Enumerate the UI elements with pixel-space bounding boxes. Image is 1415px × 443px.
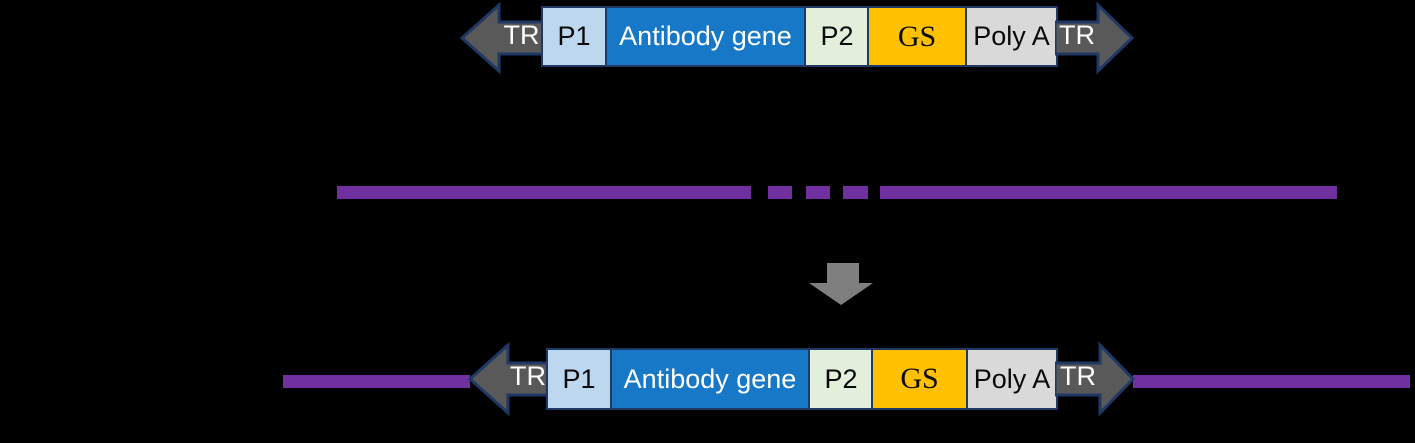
segment-gs: GS [871, 348, 968, 410]
tr-label: TR [1060, 360, 1096, 391]
tr-arrow-right-icon: TR [1055, 1, 1135, 75]
genome-line-right [880, 186, 1337, 199]
segment-p2: P2 [808, 348, 874, 410]
tr-label: TR [503, 19, 540, 50]
segment-p2: P2 [804, 6, 870, 67]
genome-line-dash-2 [806, 186, 830, 199]
segment-poly-a: Poly A [966, 348, 1058, 410]
genome-line-dash-1 [768, 186, 792, 199]
tr-label: TR [1059, 19, 1095, 50]
integrated-genome-line-right [1133, 375, 1410, 388]
segment-p1: P1 [546, 348, 612, 410]
tr-arrow-right-icon: TR [1055, 340, 1135, 418]
segment-gs: GS [867, 6, 967, 67]
genome-line-left [337, 186, 751, 199]
tr-arrow-left-icon: TR [459, 1, 544, 75]
segment-antibody-gene: Antibody gene [605, 6, 806, 67]
segment-p1: P1 [541, 6, 607, 67]
segment-antibody-gene: Antibody gene [610, 348, 810, 410]
tr-label: TR [510, 360, 546, 391]
genome-line-dash-3 [843, 186, 868, 199]
segment-poly-a: Poly A [965, 6, 1058, 67]
down-arrow-icon [808, 263, 874, 306]
tr-arrow-left-icon: TR [467, 340, 548, 418]
integrated-genome-line-left [283, 375, 470, 388]
